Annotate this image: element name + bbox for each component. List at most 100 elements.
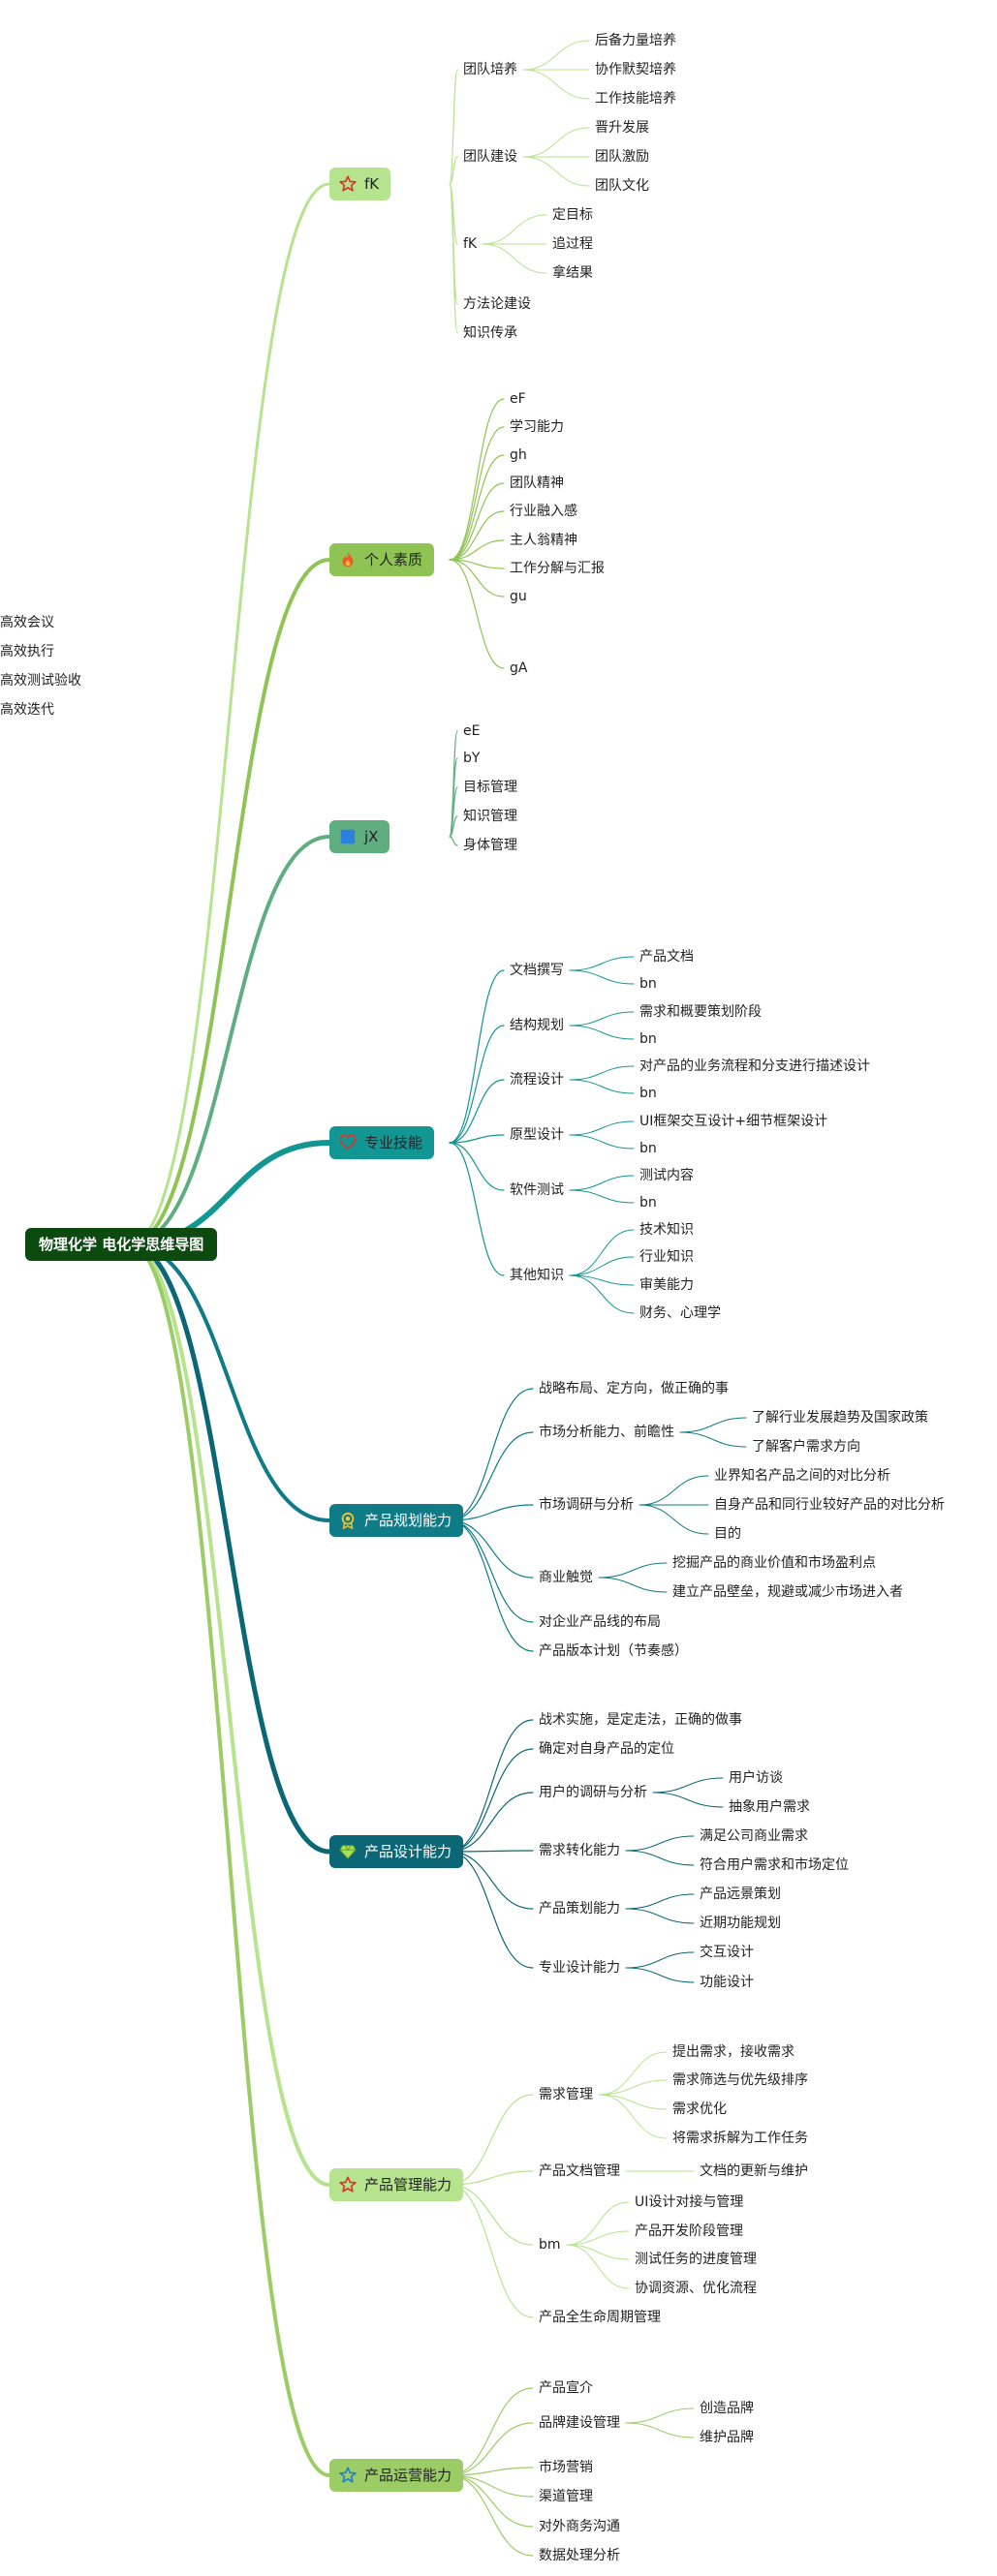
leaf-3-2-0[interactable]: 对产品的业务流程和分支进行描述设计 [639, 1058, 870, 1074]
leaf-6-0-0[interactable]: 提出需求，接收需求 [672, 2044, 794, 2060]
subtopic-1-2[interactable]: gh [510, 447, 527, 463]
leaf-4-1-0[interactable]: 了解行业发展趋势及国家政策 [752, 1410, 928, 1426]
leaf-0-0-1[interactable]: 协作默契培养 [595, 62, 676, 77]
leaf-6-2-0[interactable]: UI设计对接与管理 [635, 2194, 744, 2210]
leaf-4-3-1[interactable]: 建立产品壁垒，规避或减少市场进入者 [672, 1584, 903, 1600]
leaf-3-3-0[interactable]: UI框架交互设计+细节框架设计 [639, 1114, 828, 1129]
subtopic-0-0[interactable]: 团队培养 [463, 62, 517, 77]
root-node[interactable]: 物理化学 电化学思维导图 [25, 1228, 218, 1261]
leaf-5-2-0[interactable]: 用户访谈 [729, 1770, 783, 1786]
subtopic-7-2[interactable]: 市场营销 [539, 2460, 593, 2475]
main-topic-2[interactable]: jX [329, 820, 390, 853]
leaf-5-2-1[interactable]: 抽象用户需求 [729, 1799, 810, 1815]
leaf-5-4-1[interactable]: 近期功能规划 [700, 1916, 781, 1931]
leaf-0-2-2[interactable]: 拿结果 [552, 265, 593, 281]
subtopic-6-0[interactable]: 需求管理 [539, 2087, 593, 2102]
leaf-3-4-1[interactable]: bn [639, 1195, 657, 1211]
leaf-1-8-1[interactable]: 高效执行 [0, 644, 54, 659]
subtopic-7-4[interactable]: 对外商务沟通 [539, 2519, 620, 2534]
leaf-3-5-0[interactable]: 技术知识 [639, 1222, 694, 1238]
leaf-5-4-0[interactable]: 产品远景策划 [700, 1886, 781, 1902]
leaf-3-5-2[interactable]: 审美能力 [639, 1277, 694, 1293]
subtopic-4-3[interactable]: 商业触觉 [539, 1570, 593, 1585]
subtopic-3-2[interactable]: 流程设计 [510, 1072, 564, 1088]
subtopic-0-3[interactable]: 方法论建设 [463, 296, 531, 312]
subtopic-3-1[interactable]: 结构规划 [510, 1018, 564, 1033]
leaf-4-3-0[interactable]: 挖掘产品的商业价值和市场盈利点 [672, 1555, 876, 1571]
leaf-5-5-1[interactable]: 功能设计 [700, 1975, 754, 1990]
subtopic-7-5[interactable]: 数据处理分析 [539, 2548, 620, 2563]
leaf-1-8-2[interactable]: 高效测试验收 [0, 673, 81, 689]
subtopic-4-4[interactable]: 对企业产品线的布局 [539, 1614, 661, 1630]
leaf-4-1-1[interactable]: 了解客户需求方向 [752, 1439, 860, 1455]
subtopic-1-7[interactable]: gu [510, 589, 527, 604]
leaf-7-1-0[interactable]: 创造品牌 [700, 2401, 754, 2416]
leaf-0-2-0[interactable]: 定目标 [552, 207, 593, 223]
subtopic-6-2[interactable]: bm [539, 2237, 561, 2253]
leaf-6-0-3[interactable]: 将需求拆解为工作任务 [672, 2131, 808, 2146]
subtopic-1-6[interactable]: 工作分解与汇报 [510, 561, 605, 576]
leaf-3-3-1[interactable]: bn [639, 1141, 657, 1156]
leaf-3-5-1[interactable]: 行业知识 [639, 1249, 694, 1265]
subtopic-2-4[interactable]: 身体管理 [463, 838, 517, 853]
subtopic-0-1[interactable]: 团队建设 [463, 149, 517, 165]
subtopic-3-4[interactable]: 软件测试 [510, 1182, 564, 1198]
subtopic-4-0[interactable]: 战略布局、定方向，做正确的事 [539, 1381, 729, 1396]
subtopic-2-2[interactable]: 目标管理 [463, 780, 517, 795]
subtopic-2-1[interactable]: bY [463, 751, 481, 766]
subtopic-2-3[interactable]: 知识管理 [463, 809, 517, 824]
main-topic-0[interactable]: fK [329, 168, 391, 200]
subtopic-2-0[interactable]: eE [463, 723, 481, 739]
subtopic-7-3[interactable]: 渠道管理 [539, 2489, 593, 2504]
subtopic-0-2[interactable]: fK [463, 236, 478, 252]
leaf-3-2-1[interactable]: bn [639, 1086, 657, 1101]
leaf-6-1-0[interactable]: 文档的更新与维护 [700, 2163, 808, 2179]
main-topic-7[interactable]: 产品运营能力 [329, 2459, 464, 2492]
subtopic-5-3[interactable]: 需求转化能力 [539, 1843, 620, 1858]
leaf-4-2-0[interactable]: 业界知名产品之间的对比分析 [714, 1468, 890, 1484]
subtopic-1-3[interactable]: 团队精神 [510, 475, 564, 491]
subtopic-5-2[interactable]: 用户的调研与分析 [539, 1785, 647, 1800]
subtopic-5-0[interactable]: 战术实施，是定走法，正确的做事 [539, 1712, 742, 1728]
subtopic-1-8[interactable]: gA [510, 660, 528, 676]
leaf-5-3-1[interactable]: 符合用户需求和市场定位 [700, 1857, 849, 1873]
subtopic-6-3[interactable]: 产品全生命周期管理 [539, 2310, 661, 2325]
subtopic-5-5[interactable]: 专业设计能力 [539, 1960, 620, 1976]
subtopic-6-1[interactable]: 产品文档管理 [539, 2163, 620, 2179]
main-topic-1[interactable]: 个人素质 [329, 543, 435, 576]
leaf-6-0-1[interactable]: 需求筛选与优先级排序 [672, 2072, 808, 2088]
leaf-0-1-1[interactable]: 团队激励 [595, 149, 649, 165]
main-topic-5[interactable]: 产品设计能力 [329, 1835, 464, 1868]
leaf-3-5-3[interactable]: 财务、心理学 [639, 1305, 721, 1321]
main-topic-3[interactable]: 专业技能 [329, 1126, 435, 1159]
subtopic-3-5[interactable]: 其他知识 [510, 1268, 564, 1283]
leaf-6-2-2[interactable]: 测试任务的进度管理 [635, 2252, 757, 2267]
leaf-1-8-0[interactable]: 高效会议 [0, 615, 54, 630]
leaf-6-2-1[interactable]: 产品开发阶段管理 [635, 2223, 743, 2239]
leaf-1-8-3[interactable]: 高效迭代 [0, 702, 54, 718]
subtopic-5-1[interactable]: 确定对自身产品的定位 [539, 1741, 674, 1757]
leaf-4-2-2[interactable]: 目的 [714, 1526, 741, 1542]
leaf-0-0-0[interactable]: 后备力量培养 [595, 33, 676, 48]
leaf-7-1-1[interactable]: 维护品牌 [700, 2430, 754, 2445]
leaf-3-4-0[interactable]: 测试内容 [639, 1168, 694, 1183]
main-topic-6[interactable]: 产品管理能力 [329, 2168, 464, 2201]
main-topic-4[interactable]: 产品规划能力 [329, 1504, 464, 1537]
subtopic-7-1[interactable]: 品牌建设管理 [539, 2415, 620, 2431]
leaf-3-1-1[interactable]: bn [639, 1031, 657, 1047]
subtopic-1-0[interactable]: eF [510, 391, 526, 407]
leaf-0-1-2[interactable]: 团队文化 [595, 178, 649, 194]
subtopic-1-4[interactable]: 行业融入感 [510, 504, 577, 519]
subtopic-3-0[interactable]: 文档撰写 [510, 963, 564, 978]
leaf-0-0-2[interactable]: 工作技能培养 [595, 91, 676, 107]
leaf-0-2-1[interactable]: 追过程 [552, 236, 593, 252]
subtopic-1-5[interactable]: 主人翁精神 [510, 533, 577, 548]
subtopic-4-2[interactable]: 市场调研与分析 [539, 1497, 634, 1513]
leaf-4-2-1[interactable]: 自身产品和同行业较好产品的对比分析 [714, 1497, 945, 1513]
leaf-0-1-0[interactable]: 晋升发展 [595, 120, 649, 136]
leaf-6-0-2[interactable]: 需求优化 [672, 2101, 727, 2117]
leaf-3-0-0[interactable]: 产品文档 [639, 949, 694, 965]
subtopic-7-0[interactable]: 产品宣介 [539, 2380, 593, 2396]
subtopic-1-1[interactable]: 学习能力 [510, 419, 564, 435]
subtopic-4-1[interactable]: 市场分析能力、前瞻性 [539, 1425, 674, 1440]
